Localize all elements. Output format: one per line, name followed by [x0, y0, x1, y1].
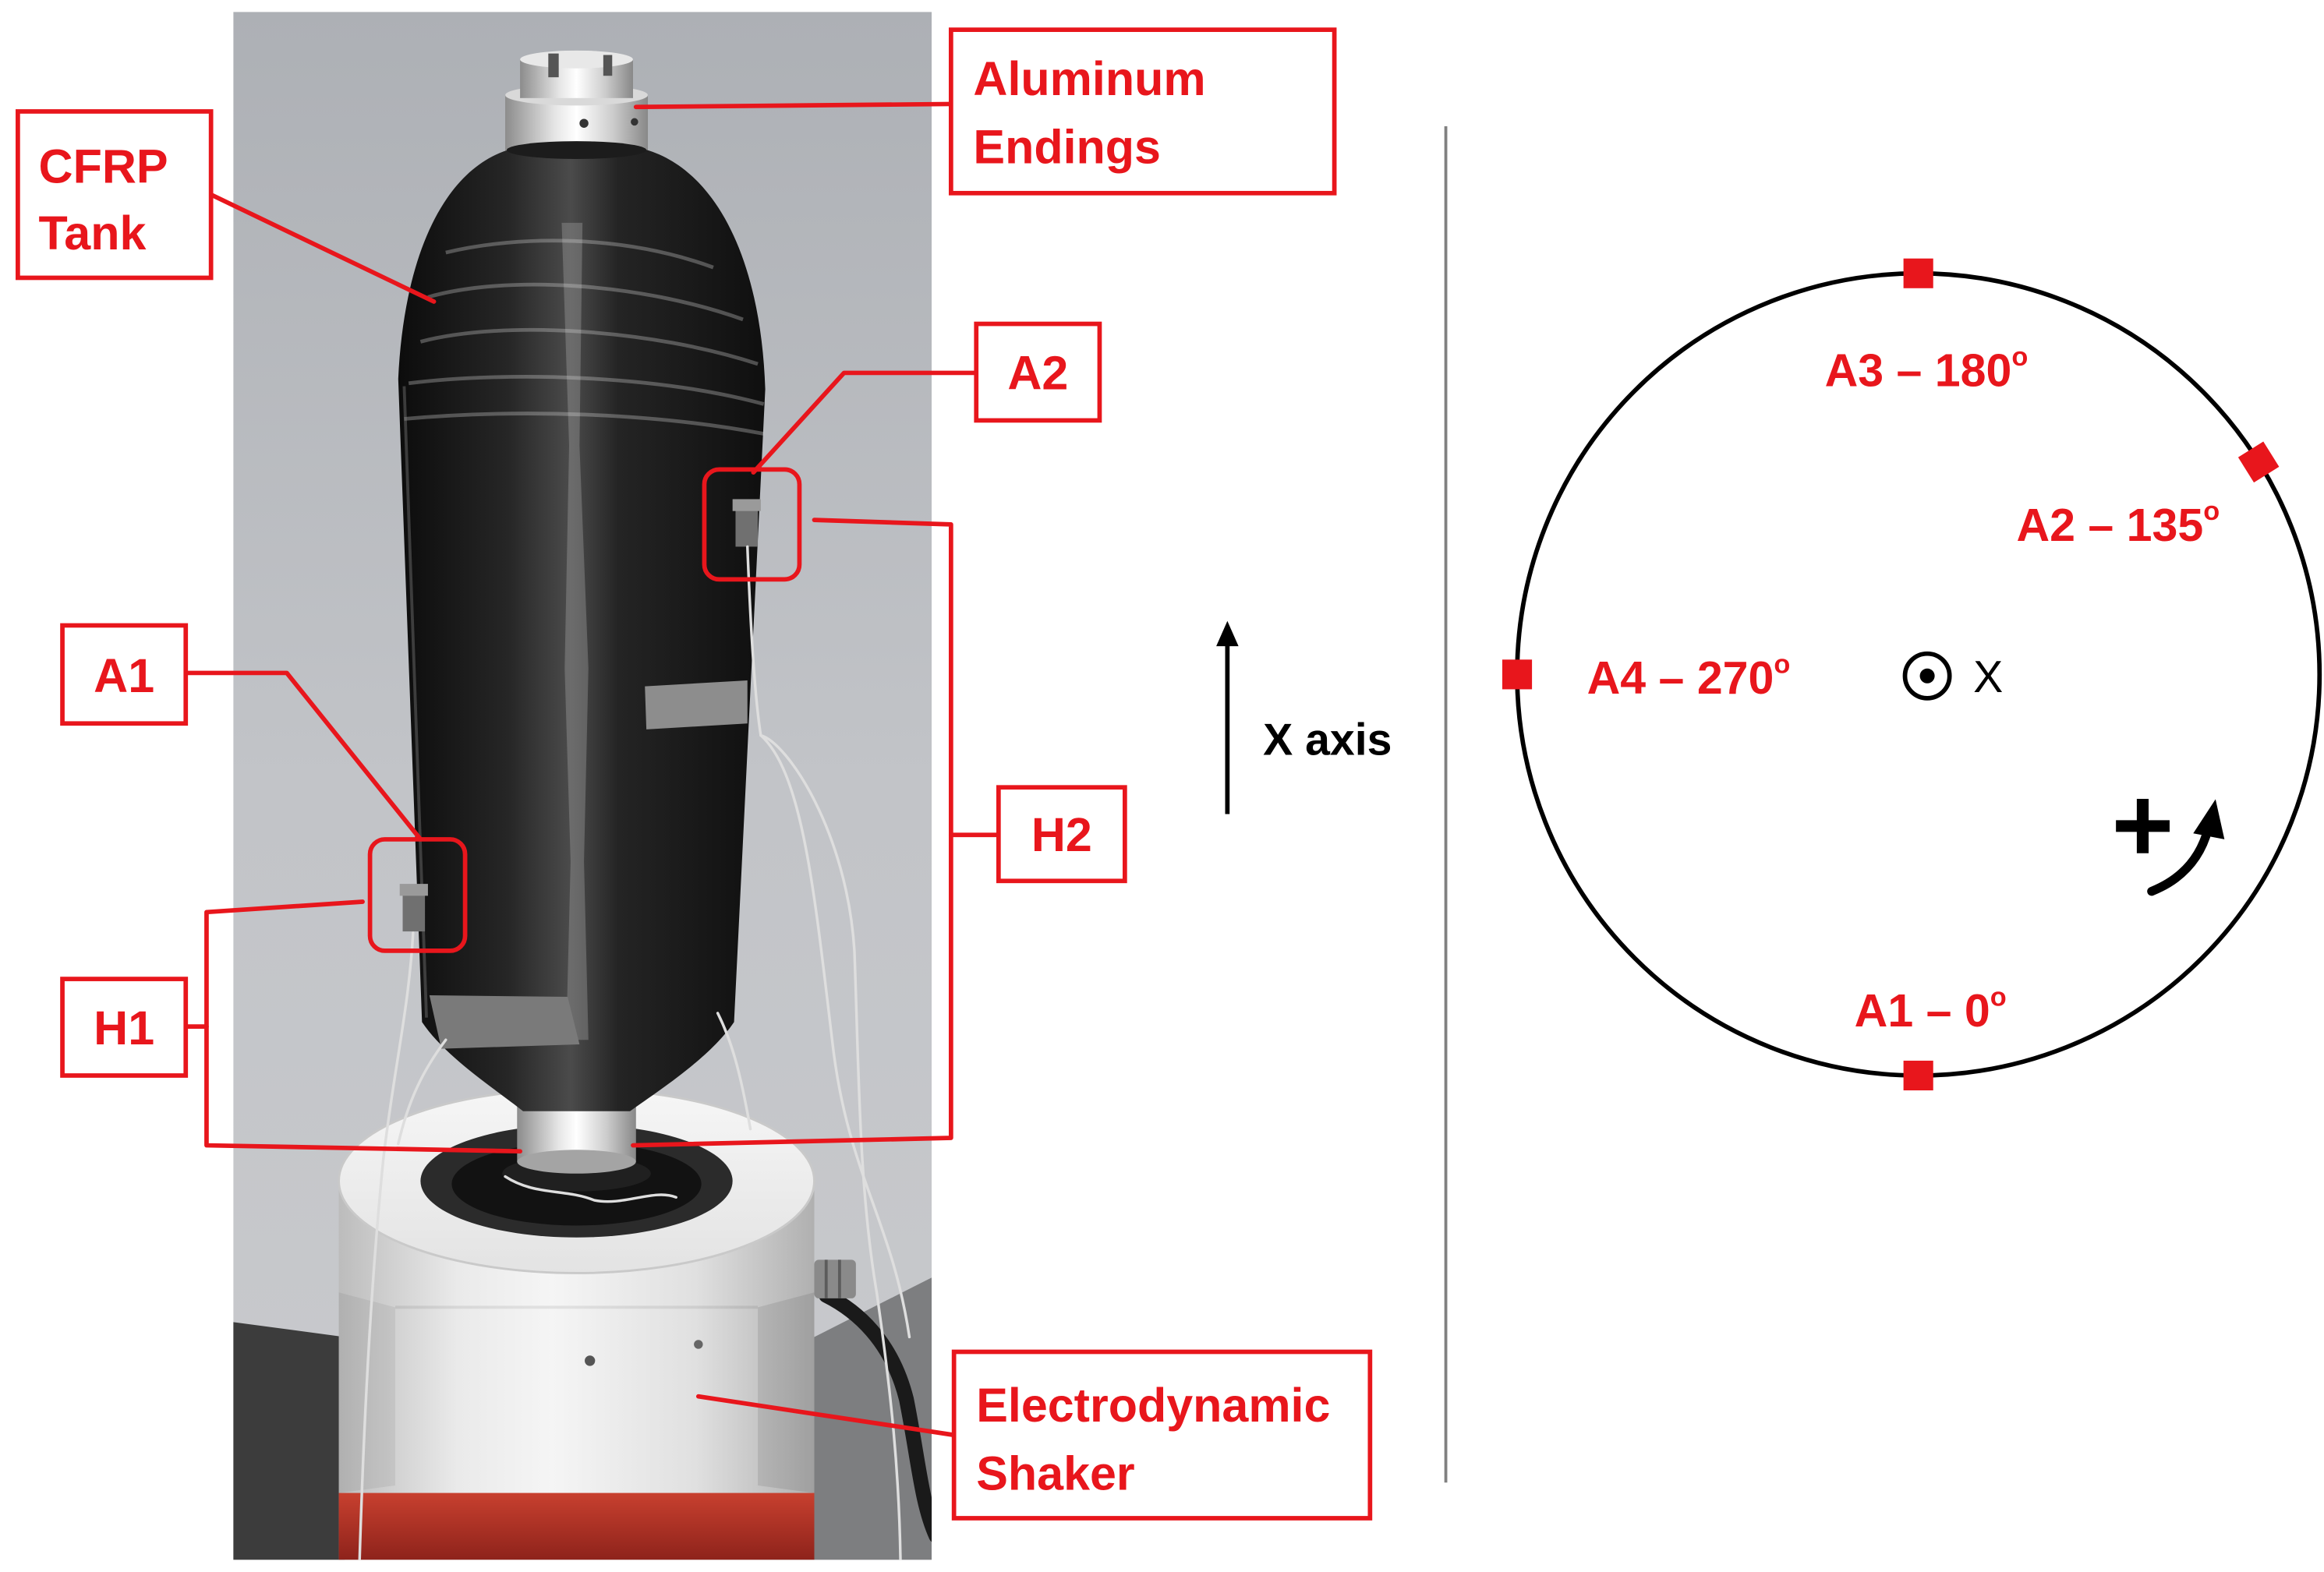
photo-callouts: Aluminum Endings CFRP Tank A2 A1 H2 H1 E… [16, 27, 1373, 1521]
fiber-highlight [561, 222, 589, 1040]
accelerometer-a1 [399, 884, 428, 932]
center-axis-label: X [1973, 652, 2003, 702]
rotation-sign: + [2111, 766, 2174, 885]
shaker-hole [585, 1355, 596, 1366]
dome-streak [404, 412, 765, 436]
dome-streak [427, 282, 744, 322]
a2-callout: A2 [974, 321, 1102, 423]
callout-box [996, 785, 1127, 884]
shaker-hole [694, 1340, 703, 1349]
callout-line: CFRP [39, 140, 168, 193]
sensor-wire [716, 1012, 752, 1131]
a1-callout: A1 [60, 623, 189, 726]
sensor-wire [397, 1038, 447, 1146]
tape-patch-middle [645, 680, 748, 729]
electrodynamic-shaker-callout: Electrodynamic Shaker [951, 1349, 1373, 1521]
bottom-aluminum-ending-rim [517, 1150, 636, 1174]
shaker-leader [695, 1394, 957, 1438]
callout-line: Tank [39, 207, 147, 260]
callout-text: H1 [94, 1001, 154, 1054]
black-cable [819, 1288, 932, 1542]
sensor-label-text: A2 – 135 [2016, 500, 2203, 551]
degree-superscript: o [2203, 496, 2220, 526]
callout-text: A1 [94, 649, 154, 702]
sensor-wire [358, 931, 415, 1560]
sensor-wire [504, 1175, 677, 1203]
floor-right [814, 1277, 932, 1560]
sensor-wire [759, 733, 911, 1339]
aluminum-endings-callout: Aluminum Endings [948, 27, 1337, 196]
shaker-red-band [338, 1493, 815, 1560]
x-axis-indicator: X axis [1216, 620, 1392, 814]
callout-line: Shaker [976, 1447, 1134, 1500]
axis-symbol-ring [1902, 651, 1952, 701]
collar-hole [631, 118, 638, 126]
axis-symbol-dot [1919, 668, 1935, 684]
tape-patch-bottom [429, 995, 580, 1049]
a2-sensor-highlight [702, 467, 802, 582]
tank-neck-shadow [506, 141, 647, 159]
cap-slot [603, 55, 613, 76]
collar-hole [579, 118, 589, 128]
x-axis-label: X axis [1263, 715, 1392, 765]
x-axis-arrow-head [1216, 620, 1239, 647]
cap-slot [548, 53, 559, 78]
sensor-marker-a2 [2237, 441, 2280, 483]
cfrp-tank [398, 141, 766, 1111]
h2-callout: H2 [996, 785, 1127, 884]
sensor-marker-a4 [1502, 659, 1533, 690]
degree-superscript: o [1774, 649, 1790, 679]
a2-leader [751, 370, 979, 475]
callout-box [951, 1349, 1373, 1521]
sensor-label-a1: A1 – 0o [1855, 982, 2007, 1037]
top-cap-rim [520, 50, 633, 69]
sensor-label-text: A1 – 0 [1855, 985, 1990, 1037]
callout-text: A2 [1007, 346, 1068, 399]
sensor-label-a2: A2 – 135o [2016, 496, 2220, 551]
dome-streak [445, 238, 714, 270]
cfrp-tank-callout: CFRP Tank [16, 109, 214, 281]
rotation-arrow-arc [2147, 824, 2213, 896]
callout-box [60, 977, 189, 1078]
tank-test-photo [233, 12, 932, 1560]
dome-streak [408, 375, 765, 406]
callout-text: H2 [1031, 808, 1092, 861]
callout-box [974, 321, 1102, 423]
callout-box [16, 109, 214, 281]
accelerometer-cap [732, 499, 761, 511]
accelerometer-cap [399, 884, 428, 896]
sensor-marker-a3 [1903, 258, 1933, 288]
sensor-marker-a1 [1903, 1060, 1933, 1091]
sensor-label-a3: A3 – 180o [1825, 342, 2029, 397]
a1-leader [183, 670, 423, 842]
degree-superscript: o [1990, 982, 2007, 1012]
floor-left [233, 1322, 345, 1560]
callout-box [60, 623, 189, 726]
sensor-label-text: A4 – 270 [1587, 652, 1774, 704]
sensor-wire [746, 545, 902, 1560]
h1-callout: H1 [60, 977, 189, 1078]
sensor-label-text: A3 – 180 [1825, 345, 2012, 397]
shaker-facet-right [758, 1292, 815, 1493]
callout-box [948, 27, 1337, 196]
sensor-position-diagram: A3 – 180o A2 – 135o A4 – 270o A1 – 0o X … [1502, 258, 2322, 1091]
callout-line: Electrodynamic [976, 1379, 1330, 1432]
callout-line: Endings [973, 121, 1161, 174]
rotation-direction-arrow-icon [2147, 799, 2225, 896]
h2-bracket [631, 518, 953, 1148]
shaker-connector [814, 1259, 856, 1298]
sensor-label-a4: A4 – 270o [1587, 649, 1791, 704]
rotation-arrow-head [2193, 799, 2225, 839]
cfrp-tank-leader [208, 192, 437, 304]
dome-streak [419, 327, 759, 366]
top-aluminum-ending [505, 50, 649, 152]
aluminum-endings-leader [633, 101, 953, 110]
a1-sensor-highlight [367, 837, 468, 953]
tank-body [398, 148, 766, 1111]
out-of-plane-axis-icon [1902, 651, 1952, 701]
callout-line: Aluminum [973, 52, 1205, 105]
degree-superscript: o [2011, 342, 2028, 372]
accelerometer-a2 [732, 499, 761, 547]
